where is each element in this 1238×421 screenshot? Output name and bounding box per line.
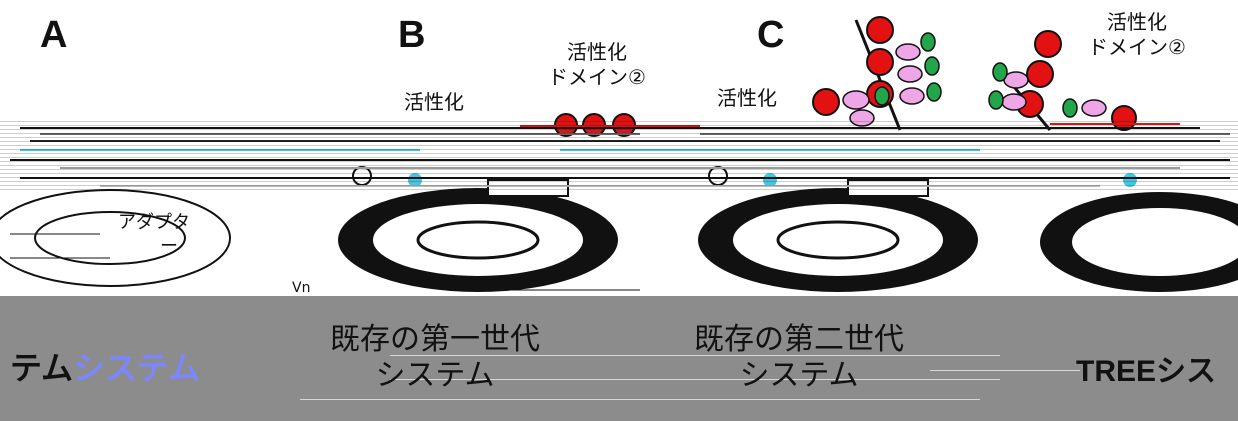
caption-tree-name: TREE [1076,355,1157,388]
band-line-1 [390,355,1000,356]
caption-first-gen-line1: 既存の第一世代 [330,322,540,357]
panel-label-b: B [398,14,426,56]
membrane-tree [1040,192,1238,292]
caption-second-gen: 既存の第二世代 システム [694,322,904,394]
diagram-artwork [0,16,1238,292]
band-line-3 [300,399,980,400]
membrane-a [0,189,231,287]
membrane-b [338,188,618,292]
cyan-node-tree [1123,173,1137,187]
caption-second-gen-line2: システム [739,358,859,393]
caption-first-gen: 既存の第一世代 システム [330,322,540,394]
band-line-2 [390,379,1000,380]
scaffold-c-right [988,30,1137,131]
scaffold-c-mid [812,86,890,127]
b-domain2-line1: 活性化 [566,40,627,64]
membrane-c [698,188,978,292]
a-adapter-label: アダプタ [118,212,190,233]
scaffold-c-left [854,16,942,131]
caption-tree-system: シス [1156,354,1217,389]
adapter-c [708,166,929,197]
cyan-node-c [763,173,777,187]
c-activation-label: 活性化 [717,86,777,110]
b-activation-label: 活性化 [404,90,464,114]
panel-label-a: A [40,14,68,56]
caption-left-b: システム [73,349,201,387]
glitch-streaks-lower [10,233,640,291]
caption-tree: TREEシス [1076,346,1216,390]
a-sub-label: Vn [292,280,311,296]
b-domain2-line2: ドメイン② [548,65,646,89]
band-line-4 [930,370,1080,371]
caption-left: テムシステム [10,343,200,389]
caption-second-gen-line1: 既存の第二世代 [694,322,904,357]
c-domain2-label: 活性化 ドメイン② [1088,10,1186,60]
cyan-node-b [408,173,422,187]
caption-first-gen-line2: システム [375,358,495,393]
c-domain2-line1: 活性化 [1106,10,1167,34]
caption-left-a: テム [10,349,74,387]
glitch-streaks [10,123,1230,187]
caption-band [0,296,1238,421]
c-domain2-line2: ドメイン② [1088,35,1186,59]
b-domain2-label: 活性化 ドメイン② [548,40,646,90]
panel-label-c: C [757,14,785,56]
